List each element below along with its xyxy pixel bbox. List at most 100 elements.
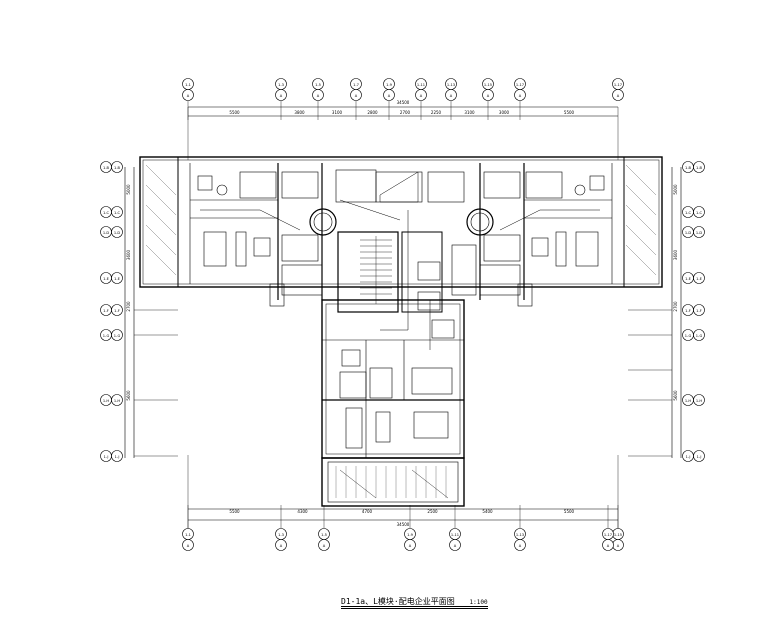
left-axis-1-G-label-right: 1-G [114,334,121,338]
left-axis-1-E-bubble-right [111,272,123,284]
top-axis-1-15-label: 1-15 [484,83,492,87]
right-axis-1-F-bubble-right [693,304,705,316]
right-axis-1-J-bubble-right [693,450,705,462]
bottom-axis-1-5-label: 1-5 [321,533,327,537]
left-axis-1-G-label: 1-G [103,334,110,338]
top-axis-1-7-bubble-lower [350,89,362,101]
right-axis-1-D-label-right: 1-D [696,231,703,235]
left-axis-1-E-label: 1-E [103,277,110,281]
left-axis-1-J-label-right: 1-J [115,455,120,459]
bottom-axis-1-5-sublabel: A [323,544,326,548]
left-axis-1-F-label-right: 1-F [114,309,120,313]
top-dimension-7: 3000 [499,110,510,115]
bottom-dimension-0: 5500 [229,509,240,514]
top-dimension-4: 2700 [400,110,411,115]
right-dimension-3: 5600 [673,390,678,401]
caption-underline-2 [341,608,488,609]
left-axis-1-B-label-right: 1-B [114,166,120,170]
top-axis-1-9-label: 1-9 [386,83,393,87]
bottom-dimension-5: 5500 [564,509,575,514]
bottom-axis-1-1-label: 1-1 [185,533,191,537]
right-axis-1-G-label: 1-G [685,334,692,338]
bottom-axis-1-9-bubble-lower [404,539,416,551]
right-dimension-2: 2700 [673,301,678,312]
right-axis-1-J-label-right: 1-J [697,455,702,459]
right-axis-1-C-label-right: 1-C [696,211,703,215]
left-axis-1-B-label: 1-B [103,166,109,170]
left-axis-1-C-label: 1-C [103,211,110,215]
top-axis-1-3-label: 1-3 [278,83,284,87]
bottom-axis-1-3-label: 1-3 [278,533,284,537]
top-axis-1-13-bubble-lower [445,89,457,101]
drawing-caption: D1-1a、L模块·配电企业平面图 1:100 [341,596,488,609]
top-dimension-1: 3800 [294,110,305,115]
top-axis-end-label: 1-17 [614,83,622,87]
right-axis-1-C-bubble-right [693,206,705,218]
bottom-axis-1-17-bubble-lower [602,539,614,551]
caption-underline [341,606,488,607]
top-axis-1-15-bubble-lower [482,89,494,101]
top-axis-1-5-sublabel: A [317,94,320,98]
right-dimension-1: 3600 [673,249,678,260]
top-dimension-2: 3100 [332,110,343,115]
left-axis-1-H-bubble-right [111,394,123,406]
bottom-axis-1-15-label: 1-15 [614,533,622,537]
bottom-dimension-3: 2500 [427,509,438,514]
top-axis-1-11-label: 1-11 [417,83,425,87]
top-axis-1-5-label: 1-5 [315,83,321,87]
top-dimension-3: 2800 [367,110,378,115]
right-axis-1-G-bubble-right [693,329,705,341]
caption-scale: 1:100 [469,599,488,606]
bottom-axis-1-5-bubble-lower [318,539,330,551]
bottom-axis-1-13-label: 1-13 [516,533,524,537]
right-axis-1-H-label-right: 1-H [696,399,703,403]
right-axis-1-G-label-right: 1-G [696,334,703,338]
right-axis-1-B-label: 1-B [685,166,691,170]
top-axis-1-15-sublabel: A [487,94,490,98]
top-dimension-8: 5500 [564,110,575,115]
left-axis-1-G-bubble-right [111,329,123,341]
left-axis-1-H-label-right: 1-H [114,399,121,403]
top-overall-dimension: 34500 [397,100,410,105]
top-axis-1-17-label: 1-17 [516,83,524,87]
top-axis-1-3-bubble-lower [275,89,287,101]
right-axis-1-H-label: 1-H [685,399,692,403]
right-axis-1-H-bubble-right [693,394,705,406]
right-axis-1-J-label: 1-J [686,455,691,459]
right-axis-1-B-label-right: 1-B [696,166,702,170]
top-axis-1-13-label: 1-13 [447,83,455,87]
bottom-axis-1-11-label: 1-11 [451,533,459,537]
left-axis-1-B-bubble-right [111,161,123,173]
bottom-axis-1-1-sublabel: A [187,544,190,548]
top-axis-end-sublabel: A [617,94,620,98]
top-axis-1-5-bubble-lower [312,89,324,101]
left-axis-1-F-label: 1-F [103,309,109,313]
left-axis-1-J-label: 1-J [104,455,109,459]
bottom-axis-1-15-sublabel: A [617,544,620,548]
bottom-axis-1-13-sublabel: A [519,544,522,548]
left-dimension-3: 5600 [126,390,131,401]
left-axis-1-E-label-right: 1-E [114,277,121,281]
left-axis-1-D-label-right: 1-D [114,231,121,235]
bottom-axis-1-9-label: 1-9 [407,533,414,537]
right-axis-1-E-label: 1-E [685,277,692,281]
bottom-dimension-1: 4300 [297,509,308,514]
bottom-dimension-4: 5400 [482,509,493,514]
right-dimension-0: 5000 [673,184,678,195]
bottom-dimension-2: 4700 [362,509,373,514]
top-axis-1-1-sublabel: A [187,94,190,98]
right-axis-1-C-label: 1-C [685,211,692,215]
left-axis-1-C-label-right: 1-C [114,211,121,215]
top-axis-1-1-label: 1-1 [185,83,191,87]
left-axis-1-D-bubble-right [111,226,123,238]
top-axis-1-7-label: 1-7 [353,83,359,87]
bottom-axis-1-11-bubble-lower [449,539,461,551]
top-axis-1-17-sublabel: A [519,94,522,98]
bottom-axis-1-11-sublabel: A [454,544,457,548]
top-axis-1-9-sublabel: A [388,94,391,98]
top-dimension-5: 2250 [431,110,442,115]
top-axis-1-17-bubble-lower [514,89,526,101]
bottom-axis-1-3-sublabel: A [280,544,283,548]
right-axis-1-D-bubble-right [693,226,705,238]
left-dimension-1: 3600 [126,249,131,260]
